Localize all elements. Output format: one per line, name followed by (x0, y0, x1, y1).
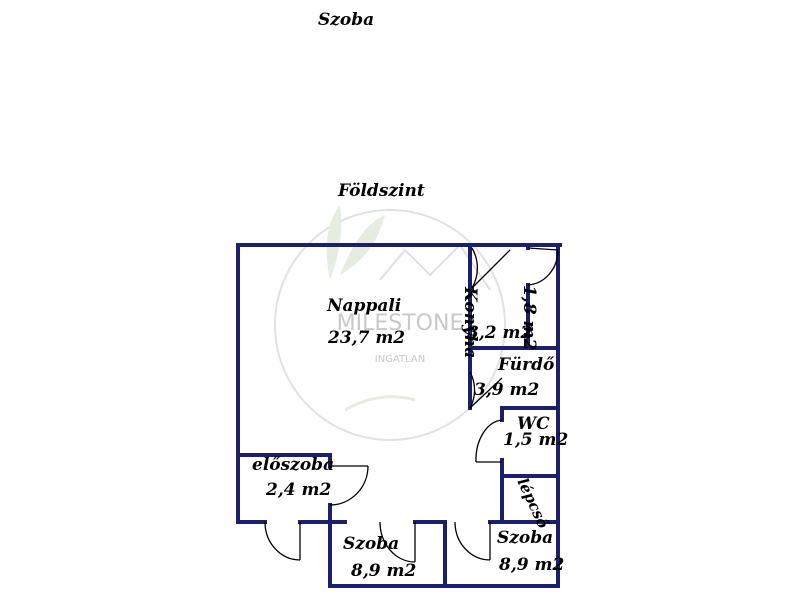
nappali-area: 23,7 m2 (328, 328, 406, 348)
walls (236, 243, 562, 588)
szoba1-door-swing (379, 521, 416, 563)
szoba1-name: Szoba (343, 534, 400, 554)
eloszoba-name: előszoba (252, 455, 335, 475)
kamra-door (527, 247, 559, 251)
wc-area: 1,5 m2 (503, 430, 569, 450)
entrance-door-swing (264, 521, 301, 561)
top-title: Szoba (318, 10, 375, 30)
bathroom-door (469, 377, 503, 409)
level-title: Földszint (338, 181, 425, 201)
bathroom-door-swing (469, 371, 476, 409)
wc-door-swing (475, 419, 503, 463)
eloszoba-door-swing (329, 465, 369, 506)
eloszoba-area: 2,4 m2 (266, 480, 332, 500)
kamra-area: 1,8 m2 (519, 285, 539, 351)
kitchen-door (471, 249, 511, 289)
furdo-name: Fürdő (498, 355, 555, 375)
kitchen-door-swing (471, 247, 479, 289)
szoba1-area: 8,9 m2 (351, 561, 417, 581)
nappali-name: Nappali (327, 296, 402, 316)
konyha-area: 3,2 m2 (467, 323, 533, 343)
kamra-door-swing (527, 249, 559, 286)
szoba2-door-swing (454, 521, 491, 561)
furdo-area: 3,9 m2 (474, 380, 540, 400)
szoba2-area: 8,9 m2 (499, 555, 565, 575)
szoba2-name: Szoba (497, 528, 554, 548)
wc-name: WC (517, 414, 550, 434)
doors (264, 247, 559, 563)
